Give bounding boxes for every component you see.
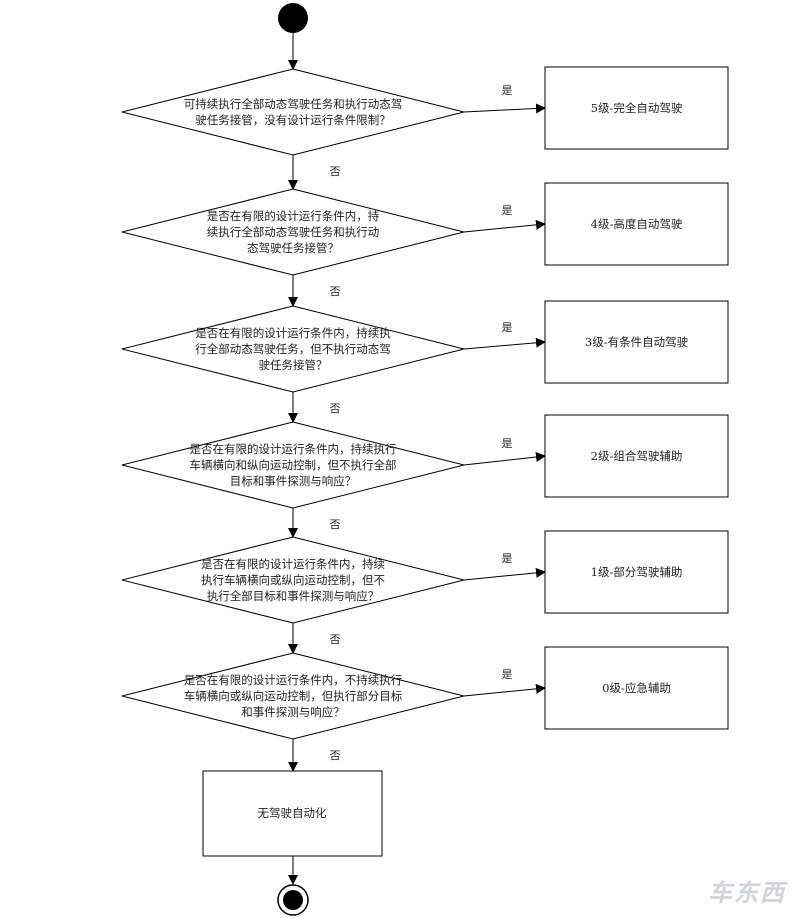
level-box-3 bbox=[544, 300, 729, 384]
yes-label-4: 是 bbox=[502, 437, 513, 450]
edge-yes-3 bbox=[463, 337, 546, 350]
decision-5-text-line-3: 执行全部目标和事件探测与响应？ bbox=[207, 589, 380, 603]
edge-yes-5 bbox=[463, 567, 546, 581]
yes-label-1: 是 bbox=[502, 84, 513, 97]
decision-3 bbox=[121, 305, 465, 393]
yes-label-3: 是 bbox=[502, 321, 513, 334]
level-box-1 bbox=[544, 66, 729, 150]
level-box-6 bbox=[544, 646, 729, 730]
no-label-3: 否 bbox=[330, 402, 341, 415]
decision-4-text-line-3: 目标和事件探测与响应？ bbox=[230, 474, 357, 488]
decision-4-text-line-1: 是否在有限的设计运行条件内，持续执行 bbox=[190, 442, 397, 456]
decision-1-text-line-2: 驶任务接管，没有设计运行条件限制？ bbox=[195, 113, 391, 127]
level-label-1: 5级-完全自动驾驶 bbox=[591, 101, 683, 115]
level-box-5 bbox=[544, 530, 729, 614]
no-label-6: 否 bbox=[330, 749, 341, 762]
decision-6 bbox=[121, 652, 465, 740]
decision-5 bbox=[121, 536, 465, 624]
no-label-2: 否 bbox=[330, 285, 341, 298]
decision-2-text-line-3: 态驾驶任务接管？ bbox=[247, 241, 339, 255]
final-box bbox=[202, 770, 383, 857]
start-node bbox=[278, 3, 308, 33]
level-label-3: 3级-有条件自动驾驶 bbox=[585, 335, 689, 349]
level-box-2 bbox=[544, 182, 729, 266]
decision-2-text-line-2: 续执行全部动态驾驶任务和执行动 bbox=[207, 225, 380, 239]
watermark-logo: 车东西 bbox=[708, 879, 786, 907]
decision-3-text-line-1: 是否在有限的设计运行条件内，持续执 bbox=[195, 326, 391, 340]
decision-5-text-line-1: 是否在有限的设计运行条件内，持续 bbox=[201, 557, 385, 571]
end-node-inner bbox=[283, 890, 303, 910]
level-label-6: 0级-应急辅助 bbox=[602, 681, 671, 695]
edge-yes-6 bbox=[463, 683, 546, 697]
yes-label-6: 是 bbox=[502, 668, 513, 681]
decision-3-text-line-2: 行全部动态驾驶任务，但不执行动态驾 bbox=[195, 342, 391, 356]
decision-4 bbox=[121, 421, 465, 509]
decision-6-text-line-2: 车辆横向或纵向运动控制，但执行部分目标 bbox=[184, 689, 403, 703]
no-label-5: 否 bbox=[330, 633, 341, 646]
decision-1-text-line-1: 可持续执行全部动态驾驶任务和执行动态驾 bbox=[184, 97, 403, 111]
edge-yes-4 bbox=[463, 452, 546, 466]
decision-2-text-line-1: 是否在有限的设计运行条件内，持 bbox=[207, 209, 380, 223]
decision-2 bbox=[121, 188, 465, 276]
decision-3-text-line-3: 驶任务接管？ bbox=[259, 358, 328, 372]
edge-yes-2 bbox=[463, 219, 546, 233]
level-label-5: 1级-部分驾驶辅助 bbox=[591, 565, 683, 579]
no-label-1: 否 bbox=[330, 165, 341, 178]
level-label-2: 4级-高度自动驾驶 bbox=[591, 217, 683, 231]
level-box-4 bbox=[544, 414, 729, 498]
level-label-4: 2级-组合驾驶辅助 bbox=[591, 449, 683, 463]
no-label-4: 否 bbox=[330, 518, 341, 531]
decision-6-text-line-3: 和事件探测与响应？ bbox=[241, 705, 345, 719]
yes-label-5: 是 bbox=[502, 552, 513, 565]
decision-6-text-line-1: 是否在有限的设计运行条件内，不持续执行 bbox=[184, 673, 403, 687]
edge-yes-1 bbox=[463, 103, 546, 114]
yes-label-2: 是 bbox=[502, 204, 513, 217]
decision-5-text-line-2: 执行车辆横向或纵向运动控制，但不 bbox=[201, 573, 385, 587]
final-box-label: 无驾驶自动化 bbox=[258, 806, 327, 820]
decision-1 bbox=[121, 68, 465, 156]
decision-4-text-line-2: 车辆横向和纵向运动控制，但不执行全部 bbox=[190, 458, 397, 472]
